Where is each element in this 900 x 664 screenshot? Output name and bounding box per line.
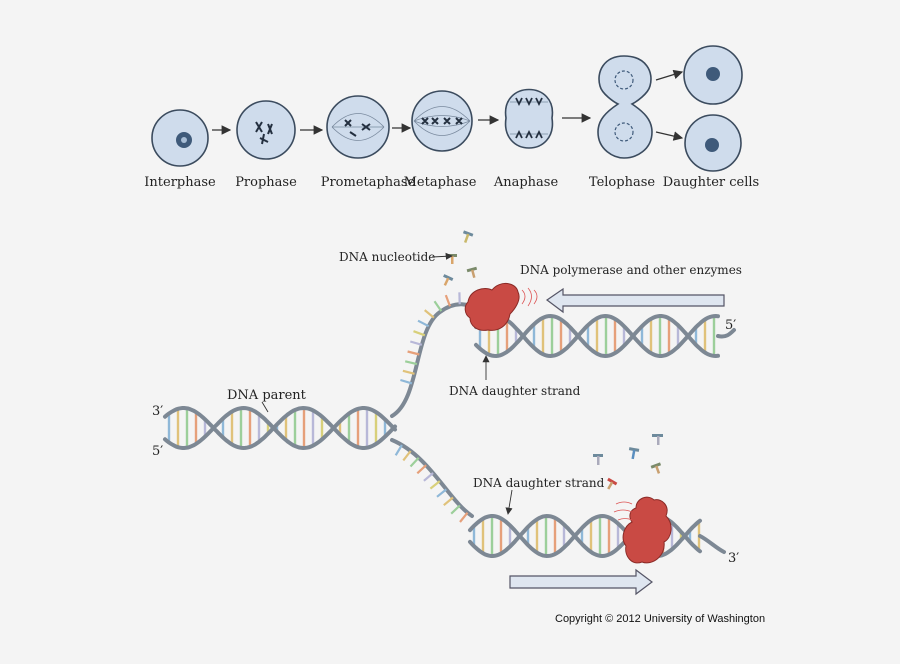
prometaphase-cell [326,95,390,159]
leader-line [505,489,513,515]
unpaired-base [402,450,412,462]
label-daughter-strand-top: DNA daughter strand [449,384,581,398]
unpaired-base [450,504,461,515]
unpaired-base [459,512,469,523]
single-strand-backbone [390,438,474,518]
unpaired-base [407,350,420,356]
copyright-notice: Copyright © 2012 University of Washingto… [555,613,765,625]
arrow [655,69,684,81]
single-strand-backbone [390,302,478,418]
single-strand-backbone [716,328,736,339]
stage-label-prophase: Prophase [235,175,297,190]
fork-unpaired-bases [394,292,476,523]
unpaired-base [409,340,423,346]
motion-lines [613,501,633,521]
metaphase-cell [411,90,473,152]
unpaired-base [413,330,426,337]
unpaired-base [436,488,447,498]
unpaired-base [423,309,435,319]
label-daughter-strand-bottom: DNA daughter strand [473,476,605,490]
end-label-3prime-right: 3′ [728,551,739,566]
backbones [163,302,736,559]
polymerase-enzyme-top [464,283,520,331]
leader-line [261,401,269,413]
interphase-cell [151,109,209,167]
end-label-5prime-left: 5′ [152,444,163,459]
helix-backbone [474,313,720,359]
unpaired-base [394,444,403,456]
stage-label-prometaphase: Prometaphase [321,175,416,190]
unpaired-base [444,294,452,307]
unpaired-base [400,378,413,385]
unpaired-base [404,360,418,366]
unpaired-base [429,480,441,490]
polymerase-enzyme-bottom [622,496,672,564]
daughter-cells [683,45,743,172]
anaphase-cell [504,88,554,149]
label-dna-parent: DNA parent [227,388,307,403]
helix-backbone [163,405,397,451]
arrow [655,131,684,141]
prophase-cell [236,100,296,160]
unpaired-base [443,496,454,507]
stage-label-telophase: Telophase [589,175,655,190]
label-polymerase: DNA polymerase and other enzymes [520,263,742,277]
mitosis-row: Interphase Prophase Prometaphase Metapha… [144,45,759,190]
unpaired-base [417,319,430,328]
end-label-5prime-right: 5′ [725,318,736,333]
helix-backbone [474,313,720,359]
single-strand-backbone [698,534,726,554]
unpaired-base [423,472,434,482]
helix-backbone [163,405,397,451]
helix-backbone [468,513,702,559]
leader-line [431,252,453,260]
unpaired-base [416,464,427,475]
dna-replication: DNA nucleotide DNA polymerase and other … [152,230,742,596]
stage-label-interphase: Interphase [144,175,216,190]
leading-strand-arrow [545,287,725,314]
lagging-strand-arrow [509,568,653,596]
unpaired-base [433,300,443,312]
stage-label-metaphase: Metaphase [404,175,477,190]
unpaired-base [409,456,420,468]
unpaired-base [402,369,415,375]
stage-label-daughter-cells: Daughter cells [663,175,759,190]
stage-label-anaphase: Anaphase [493,175,559,190]
telophase-cell [597,55,653,159]
end-label-3prime-left: 3′ [152,404,163,419]
label-dna-nucleotide: DNA nucleotide [339,250,435,264]
motion-lines [521,287,538,307]
